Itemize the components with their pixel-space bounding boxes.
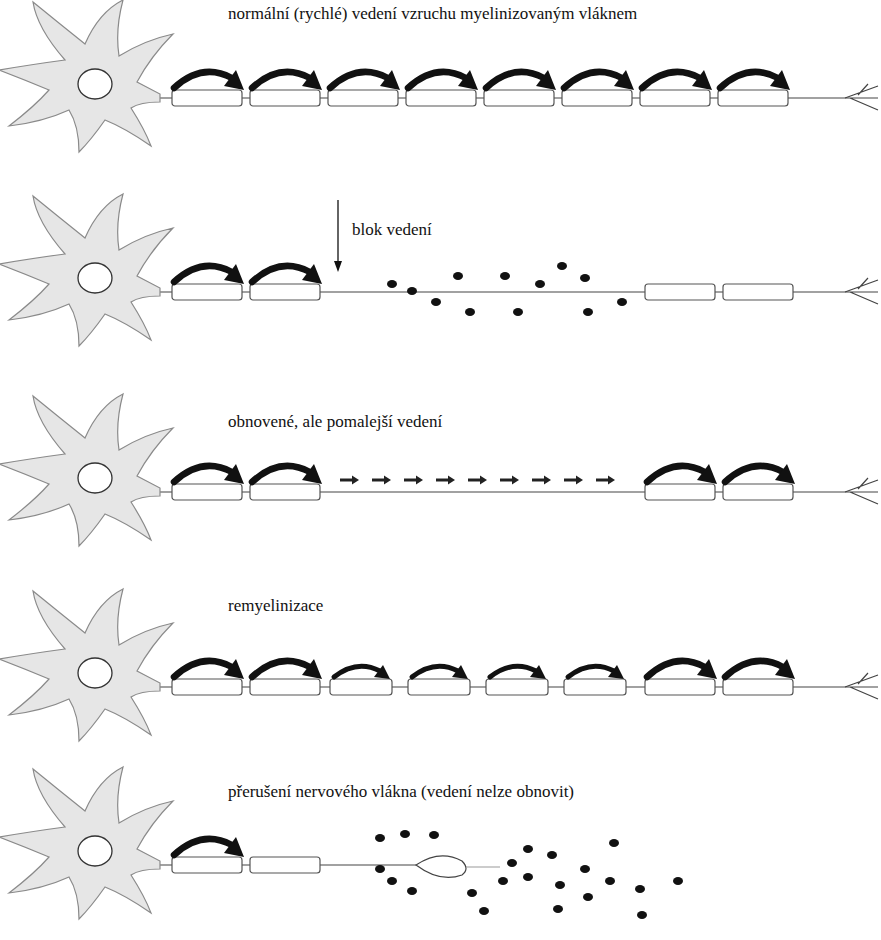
caption: remyelinizace xyxy=(226,596,325,616)
caption: normální (rychlé) vedení vzruchu myelini… xyxy=(226,4,639,24)
caption: blok vedení xyxy=(350,220,434,240)
caption: přerušení nervového vlákna (vedení nelze… xyxy=(226,782,576,802)
caption: obnovené, ale pomalejší vedení xyxy=(226,412,444,432)
